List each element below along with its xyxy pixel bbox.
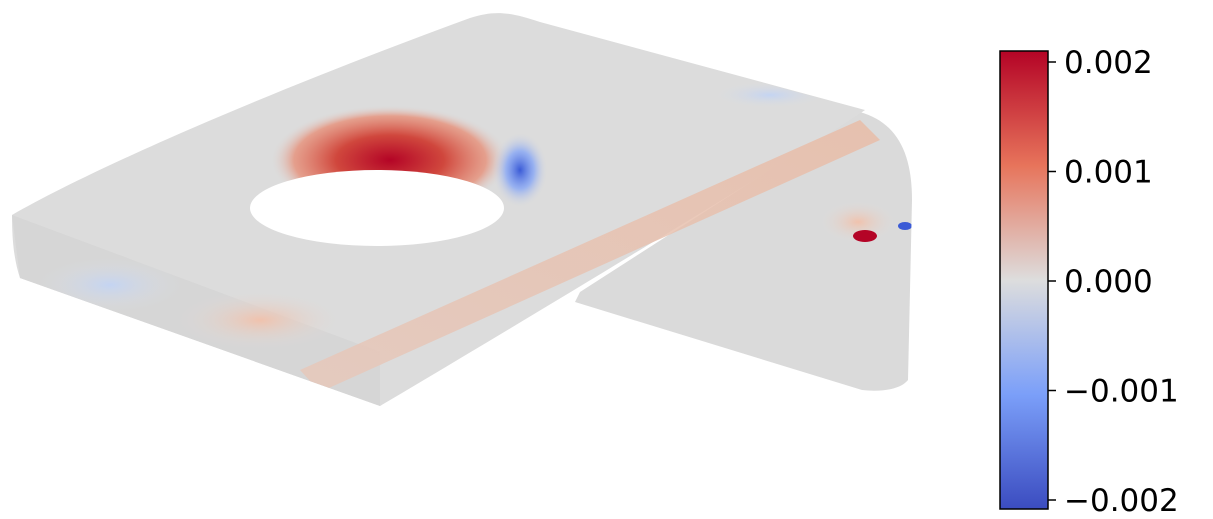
corner-red-region bbox=[818, 200, 898, 244]
edge-red-region bbox=[175, 290, 345, 350]
edge-blue-region bbox=[35, 257, 185, 313]
corner-hotspot bbox=[853, 230, 877, 242]
colorbar-tick-label: −0.001 bbox=[1064, 374, 1179, 410]
colorbar-tick-label: 0.001 bbox=[1064, 155, 1153, 191]
colorbar-tick-label: −0.002 bbox=[1064, 483, 1179, 519]
colorbar-ticks: 0.002 0.001 0.000 −0.001 −0.002 bbox=[1048, 45, 1179, 519]
bend-band bbox=[300, 120, 880, 392]
colorbar-tick-label: 0.002 bbox=[1064, 45, 1153, 81]
hole-cold-region bbox=[492, 132, 548, 208]
bracket-flange bbox=[575, 112, 912, 391]
colorbar: 0.002 0.001 0.000 −0.001 −0.002 bbox=[999, 45, 1179, 519]
corner-coldspot bbox=[898, 222, 912, 230]
bracket-surface bbox=[12, 13, 912, 407]
colorbar-gradient bbox=[999, 50, 1049, 510]
top-blue-region bbox=[710, 81, 830, 109]
colorbar-tick-label: 0.000 bbox=[1064, 264, 1153, 300]
plate-hole bbox=[250, 170, 504, 246]
